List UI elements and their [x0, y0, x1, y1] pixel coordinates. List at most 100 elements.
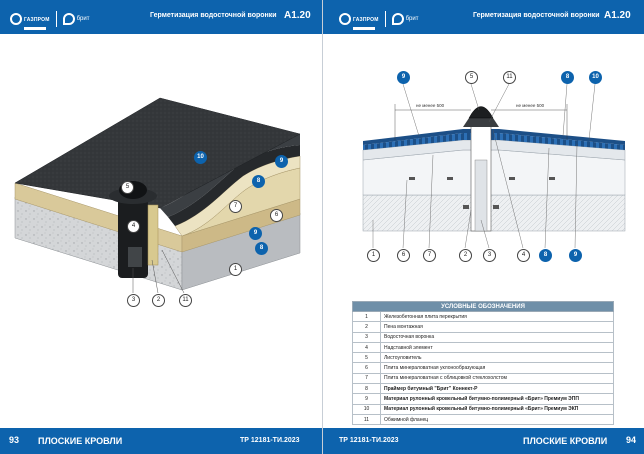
callout-3: 3 [127, 294, 140, 307]
callout-9-lower: 9 [249, 227, 262, 240]
legend-description: Листоуловитель [380, 352, 614, 364]
gazprom-logo: ГАЗПРОМ [24, 8, 50, 30]
funnel-pipe [474, 159, 488, 232]
left-page-number: 93 [9, 435, 20, 445]
legend-description: Пена монтажная [380, 321, 614, 333]
callout-5: 5 [121, 181, 134, 194]
left-logo-group: ГАЗПРОМ брит [10, 8, 89, 30]
legend-description: Плита минераловатная с облицовкой стекло… [380, 372, 614, 385]
legend-header-row: УСЛОВНЫЕ ОБОЗНАЧЕНИЯ [352, 301, 614, 312]
legend-number: 1 [352, 310, 381, 323]
callout-4: 4 [127, 220, 140, 233]
right-page-number: 94 [626, 435, 637, 445]
right-logo-group: ГАЗПРОМ брит [339, 8, 418, 30]
legend-number: 3 [352, 331, 381, 343]
section-callout-9: 9 [397, 71, 410, 84]
top-membrane-peel [160, 98, 300, 208]
callout-11: 11 [179, 294, 192, 307]
section-callout-2: 2 [459, 249, 472, 262]
legend-description: Водосточная воронка [380, 331, 614, 343]
leaf-catcher [468, 106, 494, 119]
legend-description: Плита минераловатная уклонообразующая [380, 362, 614, 374]
callout-8-lower: 8 [255, 242, 268, 255]
section-callout-6: 6 [397, 249, 410, 262]
layer-8-membrane [168, 145, 300, 226]
gazprom-logo-icon [339, 13, 351, 25]
logo-separator [55, 11, 57, 27]
legend-number: 11 [352, 413, 381, 426]
logo-separator [384, 11, 386, 27]
section-callout-5: 5 [465, 71, 478, 84]
section-callout-3: 3 [483, 249, 496, 262]
section-callout-11: 11 [503, 71, 516, 84]
left-footer: 93 ПЛОСКИЕ КРОВЛИ ТР 12181-ТИ.2023 [0, 428, 322, 454]
gazprom-logo: ГАЗПРОМ [353, 8, 379, 30]
roof-3d-illustration [14, 97, 301, 294]
left-leader-lines [132, 249, 185, 294]
gazprom-logo-bar [24, 27, 46, 30]
top-leaders [402, 83, 596, 141]
roof-section-drawing [362, 83, 626, 249]
gazprom-logo-bar [353, 27, 375, 30]
section-callout-8-bottom: 8 [539, 249, 552, 262]
left-page: ГАЗПРОМ брит Герметизация водосточной во… [0, 0, 322, 454]
mounting-foam [147, 204, 159, 266]
right-footer: ТР 12181-ТИ.2023 ПЛОСКИЕ КРОВЛИ 94 [323, 428, 644, 454]
left-footer-section: ПЛОСКИЕ КРОВЛИ [38, 436, 123, 446]
left-page-code: А1.20 [284, 10, 311, 21]
legend-description: Материал рулонный кровельный битумно-пол… [380, 393, 614, 405]
right-header: ГАЗПРОМ брит Герметизация водосточной во… [323, 0, 644, 34]
membrane-10 [363, 129, 625, 145]
bottom-leaders [372, 129, 578, 249]
legend-description: Обжимной фланец [380, 413, 614, 426]
right-footer-doc-code: ТР 12181-ТИ.2023 [339, 437, 399, 444]
callout-7: 7 [229, 200, 242, 213]
section-callout-8: 8 [561, 71, 574, 84]
left-header: ГАЗПРОМ брит Герметизация водосточной во… [0, 0, 322, 34]
callout-2: 2 [152, 294, 165, 307]
dimension-lines [394, 104, 568, 140]
legend-number: 5 [352, 352, 381, 364]
brit-logo-icon [391, 13, 404, 25]
funnel-flange [463, 118, 499, 127]
section-callout-10: 10 [589, 71, 602, 84]
legend-number: 10 [352, 403, 381, 415]
legend-description: Материал рулонный кровельный битумно-пол… [380, 403, 614, 415]
membrane-8-9 [363, 133, 625, 150]
legend-number: 4 [352, 341, 381, 354]
section-callout-1: 1 [367, 249, 380, 262]
right-page-code: А1.20 [604, 10, 631, 21]
fasteners [409, 177, 555, 209]
legend-number: 7 [352, 372, 381, 385]
concrete-slab [362, 194, 626, 232]
callout-10: 10 [194, 151, 207, 164]
legend-description: Праймер битумный "Брит" Коннект-Р [380, 383, 614, 395]
legend-description: Надставной элемент [380, 341, 614, 354]
funnel-extension [128, 247, 142, 267]
legend-description: Железобетонная плита перекрытия [380, 310, 614, 323]
callout-1: 1 [229, 263, 242, 276]
legend-number: 6 [352, 362, 381, 374]
dimension-label-left: не менее 500 [416, 103, 445, 108]
callout-6: 6 [270, 209, 283, 222]
dimension-label-right: не менее 500 [516, 103, 545, 108]
brit-logo-icon [62, 13, 75, 25]
gazprom-logo-text: ГАЗПРОМ [353, 17, 379, 23]
right-page-title: Герметизация водосточной воронки [473, 12, 600, 19]
gazprom-logo-icon [10, 13, 22, 25]
callout-8: 8 [252, 175, 265, 188]
